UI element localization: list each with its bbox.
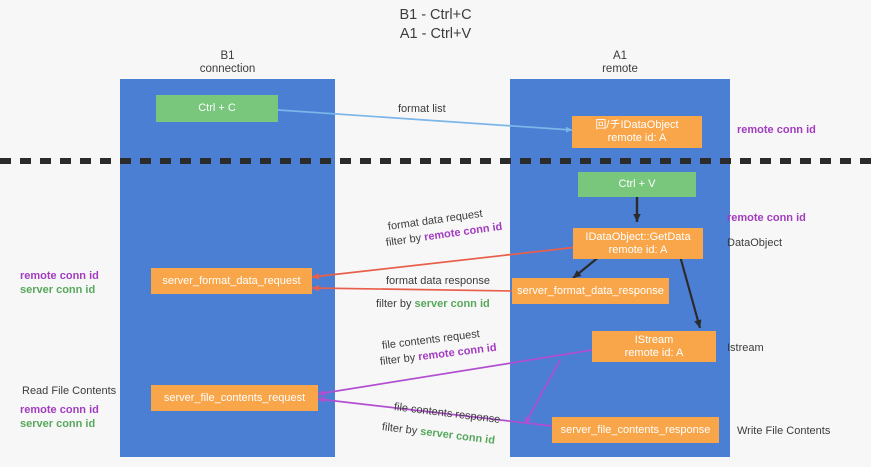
annotation-istream: Istream	[727, 342, 764, 354]
filter-by-label-3: filter by	[379, 351, 416, 368]
annotation-dataobject: DataObject	[727, 237, 783, 249]
edge-format-data-response	[311, 284, 513, 292]
annotation-left-remote-conn-id: remote conn id	[20, 270, 99, 282]
node-istream[interactable]: IStream remote id: A	[592, 331, 716, 362]
edge-label-format-list: format list	[398, 103, 446, 115]
annotation-remote-conn-id-top: remote conn id	[737, 124, 816, 136]
node-server-file-contents-request[interactable]: server_file_contents_request	[151, 385, 318, 411]
filter-by-label-4: filter by	[381, 421, 418, 438]
node-ctrl-c[interactable]: Ctrl + C	[156, 95, 278, 122]
node-server-format-data-request[interactable]: server_format_data_request	[151, 268, 312, 294]
edge-label-format-data-response: format data response	[386, 275, 490, 287]
annotation-left-server-conn-id: server conn id	[20, 284, 96, 296]
diagram-title: B1 - Ctrl+C A1 - Ctrl+V	[399, 7, 472, 42]
lane-header-a1: A1 remote	[602, 50, 638, 75]
annotation-read-file-contents: Read File Contents	[22, 385, 117, 397]
edge-label-format-data-response-filter-group: filter by server conn id	[376, 297, 490, 311]
node-ctrl-v[interactable]: Ctrl + V	[578, 172, 696, 197]
server-conn-id-label-1: server conn id	[414, 298, 490, 310]
server-conn-id-label-2: server conn id	[419, 425, 496, 447]
filter-by-label-2: filter by	[376, 298, 412, 310]
node-server-format-data-response[interactable]: server_format_data_response	[512, 278, 669, 304]
annotation-left-server-conn-id-2: server conn id	[20, 418, 96, 430]
filter-by-label-1: filter by	[385, 232, 422, 249]
edge-label-format-data-response-group: format data response	[386, 274, 490, 288]
node-idataobject-getdata[interactable]: IDataObject::GetData remote id: A	[573, 228, 703, 259]
annotation-left-remote-conn-id-2: remote conn id	[20, 404, 99, 416]
node-idataobject-top[interactable]: 回/チIDataObject remote id: A	[572, 116, 702, 148]
annotation-write-file-contents: Write File Contents	[737, 425, 831, 437]
lane-header-b1: B1 connection	[199, 50, 256, 75]
annotation-remote-conn-id-mid: remote conn id	[727, 212, 806, 224]
node-server-file-contents-response[interactable]: server_file_contents_response	[552, 417, 719, 443]
edge-label-file-contents-response: file contents response	[393, 401, 501, 426]
